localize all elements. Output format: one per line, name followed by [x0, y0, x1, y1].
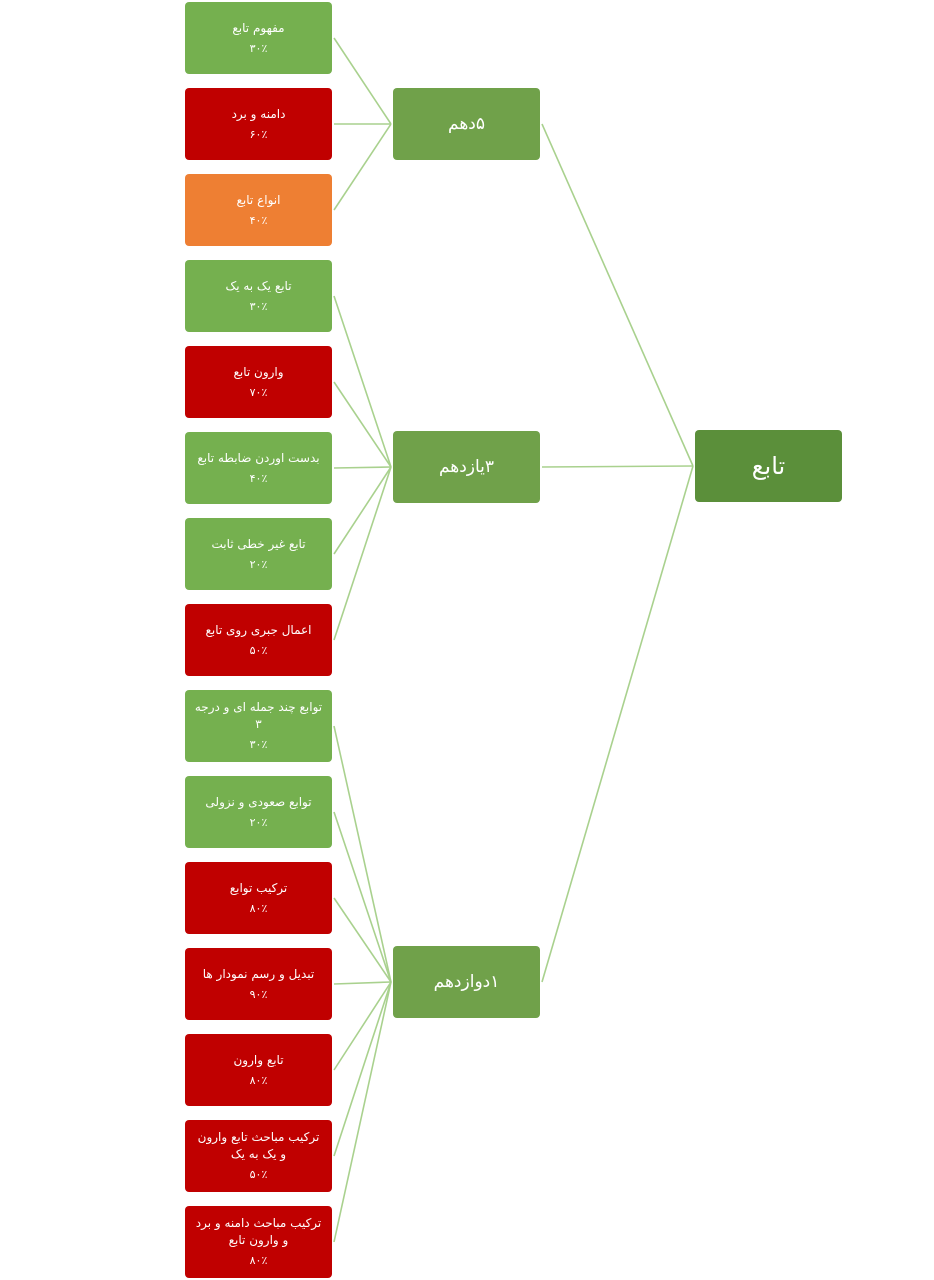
topic-title: انواع تابع	[236, 192, 281, 207]
topic-title: تابع غیر خطی ثابت	[211, 536, 306, 551]
topic-percent: ۴۰٪	[249, 213, 268, 227]
topic-node: تابع وارون ۸۰٪	[185, 1034, 332, 1106]
topic-grade-connector	[333, 295, 392, 468]
grade-root-connector	[541, 465, 694, 468]
topic-grade-connector	[333, 981, 392, 1071]
topic-node: توابع چند جمله ای و درجه ۳ ۳۰٪	[185, 690, 332, 762]
grade-node: ۱دوازدهم	[393, 946, 540, 1018]
topic-grade-connector	[333, 381, 392, 468]
topic-title: بدست اوردن ضابطه تابع	[197, 450, 320, 465]
root-label: تابع	[751, 452, 786, 480]
topic-grade-connector	[333, 897, 392, 983]
root-node: تابع	[695, 430, 842, 502]
topic-title: وارون تابع	[233, 364, 284, 379]
topic-title: تابع وارون	[233, 1052, 284, 1067]
topic-title: تابع یک به یک	[225, 278, 292, 293]
topic-percent: ۳۰٪	[249, 299, 268, 313]
topic-node: تابع یک به یک ۳۰٪	[185, 260, 332, 332]
topic-node: توابع صعودی و نزولی ۲۰٪	[185, 776, 332, 848]
topic-grade-connector	[333, 981, 392, 985]
topic-percent: ۴۰٪	[249, 471, 268, 485]
topic-title: توابع چند جمله ای و درجه ۳	[194, 700, 323, 731]
topic-grade-connector	[333, 37, 392, 125]
topic-grade-connector	[333, 981, 392, 1243]
topic-percent: ۸۰٪	[249, 1254, 268, 1267]
grade-label: ۱دوازدهم	[433, 972, 500, 992]
topic-percent: ۶۰٪	[249, 127, 268, 141]
topic-title: ترکیب مباحث دامنه و برد و وارون تابع	[195, 1216, 322, 1247]
topic-node: مفهوم تابع ۳۰٪	[185, 2, 332, 74]
topic-title: ترکیب توابع	[229, 880, 288, 895]
topic-title: ترکیب مباحث تابع وارون و یک به یک	[197, 1130, 320, 1161]
topic-grade-connector	[333, 123, 392, 211]
topic-grade-connector	[333, 466, 392, 469]
topic-percent: ۵۰٪	[249, 643, 268, 657]
topic-grade-connector	[333, 466, 392, 555]
topic-node: انواع تابع ۴۰٪	[185, 174, 332, 246]
grade-label: ۳یازدهم	[438, 457, 495, 477]
topic-node: ترکیب مباحث دامنه و برد و وارون تابع ۸۰٪	[185, 1206, 332, 1278]
topic-title: دامنه و برد	[231, 106, 286, 121]
topic-grade-connector	[333, 981, 392, 1157]
topic-grade-connector	[333, 725, 392, 983]
topic-node: ترکیب توابع ۸۰٪	[185, 862, 332, 934]
topic-node: وارون تابع ۷۰٪	[185, 346, 332, 418]
grade-root-connector	[541, 123, 694, 467]
topic-percent: ۷۰٪	[249, 385, 268, 399]
topic-grade-connector	[333, 811, 392, 983]
topic-percent: ۳۰٪	[249, 738, 268, 751]
topic-node: ترکیب مباحث تابع وارون و یک به یک ۵۰٪	[185, 1120, 332, 1192]
topic-percent: ۸۰٪	[249, 1073, 268, 1087]
grade-node: ۳یازدهم	[393, 431, 540, 503]
topic-title: توابع صعودی و نزولی	[205, 794, 312, 809]
topic-node: تبدیل و رسم نمودار ها ۹۰٪	[185, 948, 332, 1020]
topic-grade-connector	[333, 466, 392, 641]
topic-node: تابع غیر خطی ثابت ۲۰٪	[185, 518, 332, 590]
topic-percent: ۲۰٪	[249, 815, 268, 829]
topic-percent: ۹۰٪	[249, 987, 268, 1001]
topic-percent: ۵۰٪	[249, 1168, 268, 1181]
topic-percent: ۲۰٪	[249, 557, 268, 571]
topic-title: تبدیل و رسم نمودار ها	[202, 966, 315, 981]
topic-node: دامنه و برد ۶۰٪	[185, 88, 332, 160]
grade-root-connector	[541, 465, 694, 983]
grade-label: ۵دهم	[448, 114, 485, 134]
topic-title: مفهوم تابع	[232, 20, 285, 35]
topic-percent: ۳۰٪	[249, 41, 268, 55]
topic-node: بدست اوردن ضابطه تابع ۴۰٪	[185, 432, 332, 504]
grade-node: ۵دهم	[393, 88, 540, 160]
topic-percent: ۸۰٪	[249, 901, 268, 915]
topic-node: اعمال جبری روی تابع ۵۰٪	[185, 604, 332, 676]
topic-title: اعمال جبری روی تابع	[205, 622, 312, 637]
